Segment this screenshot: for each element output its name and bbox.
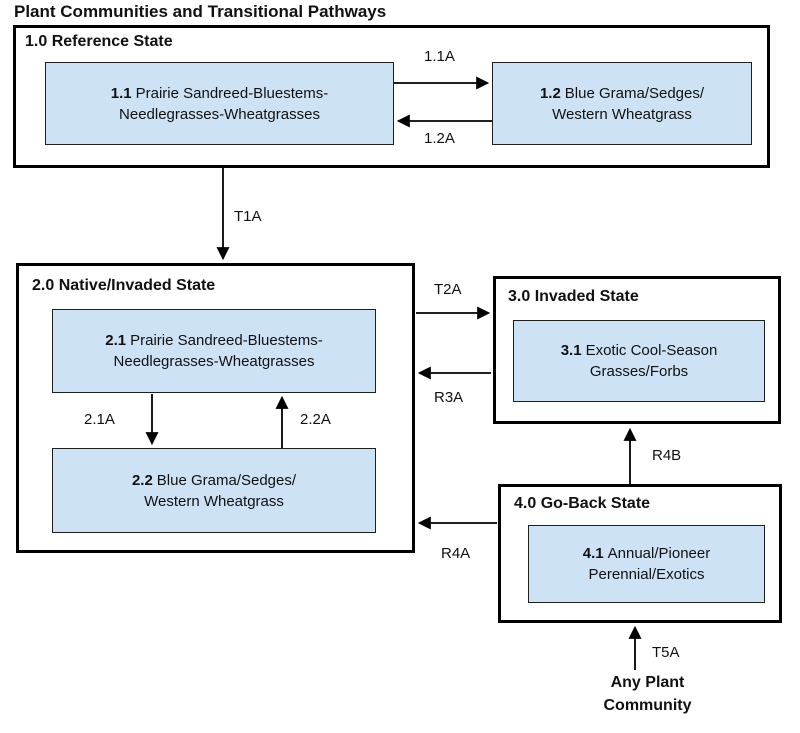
state-3-0-label: 3.0 Invaded State [508, 288, 639, 305]
transition-label-1-2a: 1.2A [424, 130, 455, 147]
transition-label-t5a: T5A [652, 644, 680, 661]
transition-label-r4b: R4B [652, 447, 682, 464]
state-4-0-label: 4.0 Go-Back State [514, 495, 651, 512]
transition-label-t1a: T1A [234, 208, 262, 225]
transition-label-2-1a: 2.1A [84, 411, 115, 428]
transition-label-r3a: R3A [434, 389, 464, 406]
state-2-0-label: 2.0 Native/Invaded State [32, 277, 216, 294]
transition-label-r4a: R4A [441, 545, 471, 562]
transition-label-1-1a: 1.1A [424, 48, 455, 65]
any-plant-community-node: Any Plant Community [603, 674, 692, 714]
state-1-0-label: 1.0 Reference State [25, 33, 173, 50]
diagram-title: Plant Communities and Transitional Pathw… [14, 2, 387, 21]
transition-label-t2a: T2A [434, 281, 462, 298]
transition-label-2-2a: 2.2A [300, 411, 331, 428]
